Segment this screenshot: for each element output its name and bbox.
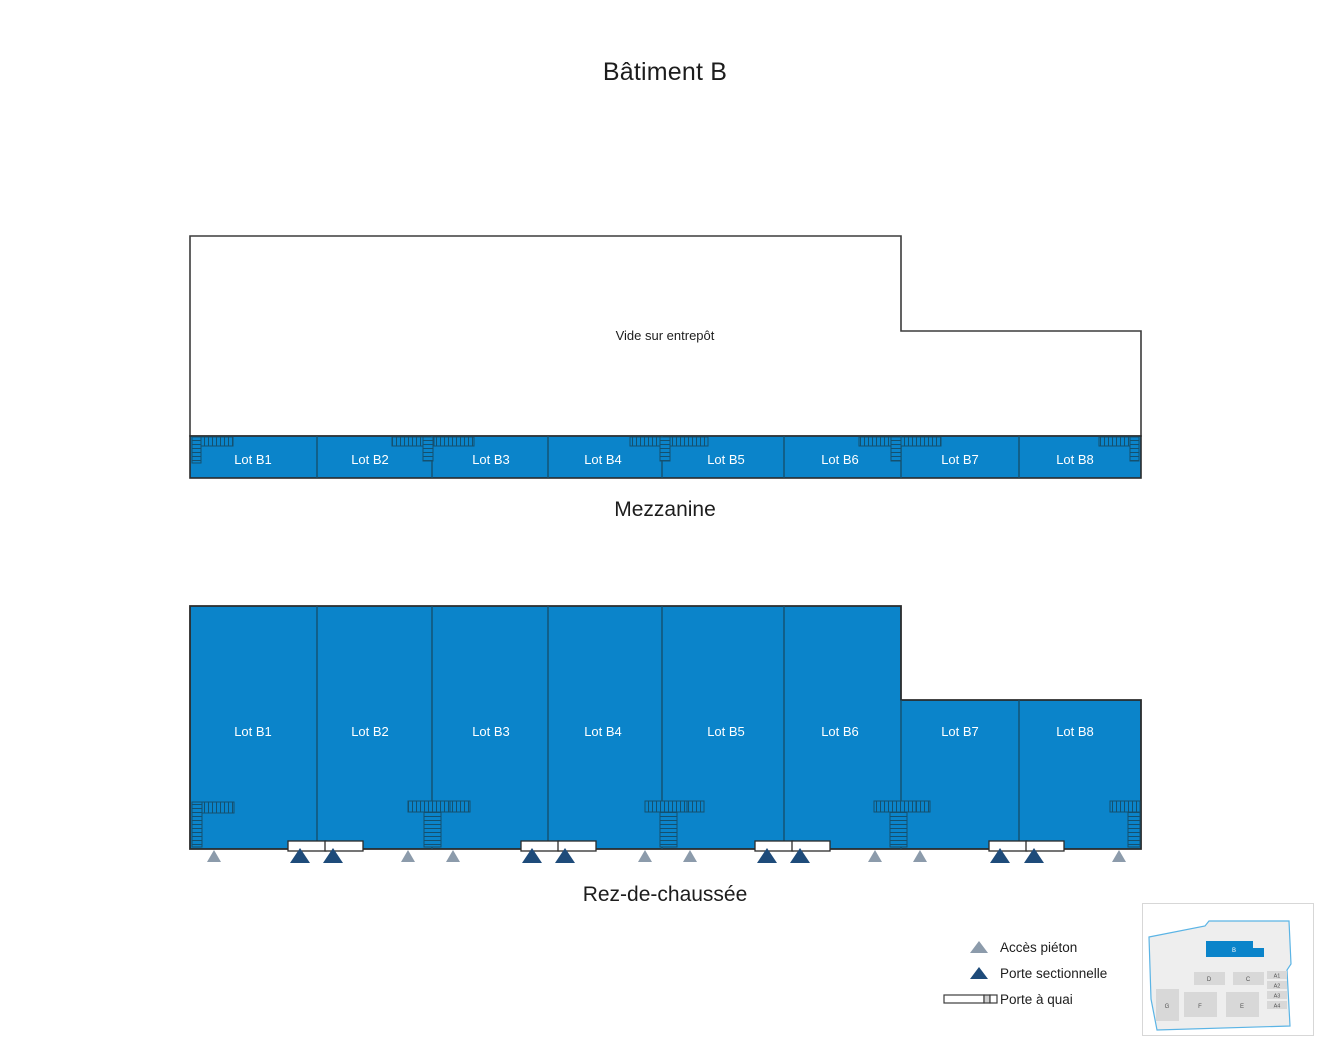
minimap-building-e: [1226, 992, 1259, 1017]
site-minimap[interactable]: B D C G F E A1 A2 A3 A4: [1142, 903, 1314, 1036]
ground-lot-label: Lot B3: [472, 724, 510, 739]
minimap-building-d: [1194, 972, 1225, 985]
dock-door-bar-icon: [942, 992, 1000, 1006]
mezzanine-lot-label: Lot B2: [351, 452, 389, 467]
dock-door: [988, 840, 1028, 852]
mezzanine-lot-label: Lot B6: [821, 452, 859, 467]
dock-door: [1025, 840, 1065, 852]
legend: Accès piéton Porte sectionnelle Porte à …: [943, 934, 1138, 1012]
mezzanine-floor-group: Vide sur entrepôt: [189, 235, 1142, 479]
legend-item-dock-door: Porte à quai: [943, 986, 1138, 1012]
pedestrian-access-marker: [446, 850, 460, 862]
pedestrian-access-marker: [401, 850, 415, 862]
pedestrian-access-marker: [207, 850, 221, 862]
pedestrian-access-triangle-icon: [958, 939, 1000, 955]
mezzanine-lot-label: Lot B3: [472, 452, 510, 467]
mezzanine-lot-label: Lot B8: [1056, 452, 1094, 467]
minimap-strip-a3: [1267, 991, 1287, 999]
minimap-building-label: F: [1198, 1004, 1202, 1010]
dock-door: [324, 840, 364, 852]
mezzanine-lot-label: Lot B4: [584, 452, 622, 467]
sectional-door-marker: [522, 848, 542, 863]
pedestrian-access-marker: [683, 850, 697, 862]
sectional-door-marker: [323, 848, 343, 863]
minimap-strip-a2: [1267, 981, 1287, 989]
legend-label: Porte à quai: [1000, 991, 1073, 1007]
minimap-strip-label: A2: [1274, 984, 1281, 990]
minimap-building-f: [1184, 992, 1217, 1017]
minimap-building-label: B: [1232, 948, 1236, 954]
page-title: Bâtiment B: [602, 58, 728, 86]
dock-door: [791, 840, 831, 852]
pedestrian-access-marker: [1112, 850, 1126, 862]
legend-item-sectional-door: Porte sectionnelle: [958, 960, 1138, 986]
ground-floor-group: Lot B1 Lot B2 Lot B3 Lot B4 Lot B5 Lot B…: [189, 605, 1142, 863]
legend-label: Porte sectionnelle: [1000, 965, 1108, 981]
mezzanine-lot-label: Lot B5: [707, 452, 745, 467]
mezzanine-floor-title: Mezzanine: [614, 498, 716, 521]
ground-lot-label: Lot B2: [351, 724, 389, 739]
ground-floor-title: Rez-de-chaussée: [582, 883, 748, 906]
minimap-building-label: G: [1165, 1004, 1170, 1010]
dock-door: [557, 840, 597, 852]
minimap-building-label: D: [1207, 977, 1212, 983]
pedestrian-access-marker: [913, 850, 927, 862]
minimap-strip-label: A3: [1274, 994, 1281, 1000]
ground-lot-label: Lot B7: [941, 724, 979, 739]
mezzanine-lot-label: Lot B1: [234, 452, 272, 467]
minimap-strip-label: A4: [1274, 1004, 1281, 1010]
minimap-strip-a1: [1267, 971, 1287, 979]
ground-lot-label: Lot B1: [234, 724, 272, 739]
minimap-building-c: [1233, 972, 1264, 985]
dock-door: [754, 840, 794, 852]
ground-lot-label: Lot B5: [707, 724, 745, 739]
dock-door: [520, 840, 560, 852]
mezzanine-lot-label: Lot B7: [941, 452, 979, 467]
ground-floor-outline: [189, 605, 1142, 850]
ground-lot-label: Lot B8: [1056, 724, 1094, 739]
legend-label: Accès piéton: [1000, 939, 1078, 955]
legend-item-pedestrian-access: Accès piéton: [958, 934, 1138, 960]
sectional-door-marker: [790, 848, 810, 863]
sectional-door-marker: [555, 848, 575, 863]
minimap-building-g: [1156, 989, 1179, 1021]
dock-door: [287, 840, 327, 852]
pedestrian-access-marker: [638, 850, 652, 862]
ground-lot-label: Lot B6: [821, 724, 859, 739]
minimap-building-label: E: [1240, 1004, 1244, 1010]
minimap-building-b: [1206, 941, 1264, 957]
minimap-building-label: C: [1246, 977, 1251, 983]
sectional-door-triangle-icon: [958, 965, 1000, 981]
pedestrian-access-marker: [868, 850, 882, 862]
minimap-strip-a4: [1267, 1001, 1287, 1009]
sectional-door-marker: [990, 848, 1010, 863]
mezzanine-void-label: Vide sur entrepôt: [616, 328, 715, 343]
sectional-door-marker: [290, 848, 310, 863]
ground-lot-label: Lot B4: [584, 724, 622, 739]
sectional-door-marker: [757, 848, 777, 863]
minimap-strip-label: A1: [1274, 974, 1281, 980]
mezzanine-lot-band: Lot B1 Lot B2 Lot B3 Lot B4 Lot B5 Lot B…: [189, 435, 1142, 479]
sectional-door-marker: [1024, 848, 1044, 863]
